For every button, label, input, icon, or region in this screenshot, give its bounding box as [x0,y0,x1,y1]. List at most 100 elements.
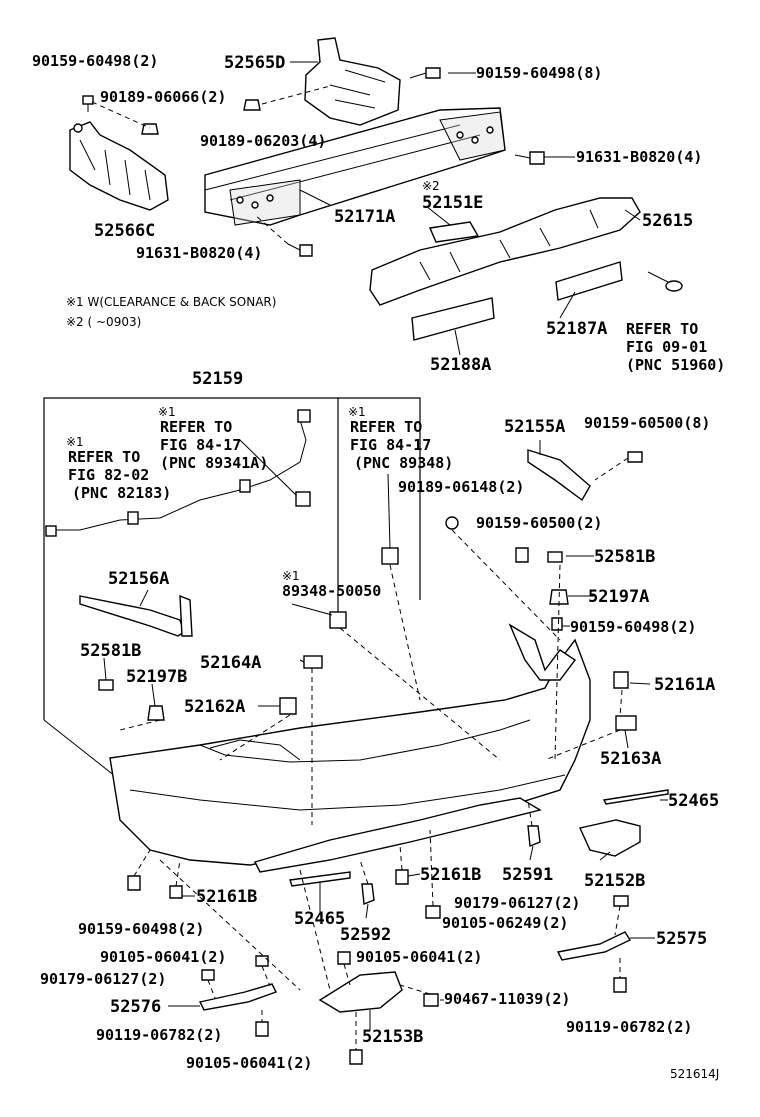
label-52162a: 52162A [184,697,245,717]
nut-90467-11039 [423,993,439,1007]
cover-52163a [615,715,637,731]
sonar-connector-left [295,491,311,507]
label-52465-right: 52465 [668,791,719,811]
label-90179-06127-right: 90179-06127(2) [454,894,580,912]
label-91631-b0820-right: 91631-B0820(4) [576,148,702,166]
clip-90189-06148 [445,516,459,530]
label-90159-60498-mid: 90159-60498(2) [570,618,696,636]
label-52188a: 52188A [430,355,491,375]
label-90159-60500-8: 90159-60500(8) [584,414,710,432]
retainer-52575 [556,931,632,961]
ref1-line2: FIG 09-01 [626,338,707,356]
ref1-line1: REFER TO [626,320,698,338]
label-90189-06066: 90189-06066(2) [100,88,226,106]
label-52161b-mid: 52161B [420,865,481,885]
clip-52592 [361,883,375,905]
bolt-91631-b0820-right [514,151,545,165]
strip-52465-right [602,789,669,805]
clip-90189-06066 [141,123,159,135]
label-52187a: 52187A [546,319,607,339]
note-1: ※1 W(CLEARANCE & BACK SONAR) [66,295,276,309]
ref2-line2: FIG 84-17 [160,436,241,454]
label-52576: 52576 [110,997,161,1017]
bolt-90105-06041-mid [337,951,351,965]
bolt-91631-b0820-left [287,243,313,257]
frame-52159 [43,397,339,720]
label-90159-60498-low: 90159-60498(2) [78,920,204,938]
cover-52161a [613,671,629,689]
harness-52159 [45,409,311,537]
clip-52161b-left [169,885,183,899]
clip-52197a [549,589,569,605]
bolt-90159-60498-low [127,875,141,891]
clip-52581b-right [547,551,563,563]
ref3-line1: REFER TO [350,418,422,436]
reinforcement-52171a [204,107,506,226]
bolt-90105-06249 [425,905,441,919]
clip-90189-06203 [243,99,261,111]
bolt-90159-60500-2 [515,547,529,563]
ref3-line3: (PNC 89348) [354,454,453,472]
towhook-ref [647,271,683,292]
label-90105-06041-bottom: 90105-06041(2) [186,1054,312,1072]
nut-90179-06127-left [201,969,215,981]
labels: 90159-60498(2) 52565D 90159-60498(8) 901… [32,52,725,1081]
label-90467-11039: 90467-11039(2) [444,990,570,1008]
label-52197b: 52197B [126,667,187,687]
bolt-90105-06041-left [255,955,269,967]
note-2: ※2 ( ~0903) [66,315,141,329]
nut-90179-06127-right [613,895,629,907]
label-52156a: 52156A [108,569,169,589]
clip-52591 [527,825,541,847]
label-52591: 52591 [502,865,553,885]
label-52163a: 52163A [600,749,661,769]
label-90105-06041-left: 90105-06041(2) [100,948,226,966]
label-52465-left: 52465 [294,909,345,929]
leaders [103,61,668,1030]
label-52161b-left: 52161B [196,887,257,907]
bumper-cover [109,623,591,866]
strip-52465-left [289,871,351,887]
label-52565d: 52565D [224,53,285,73]
label-52159: 52159 [192,369,243,389]
label-90105-06249: 90105-06249(2) [442,914,568,932]
sonar-connector-right [381,547,399,565]
ref4-line2: FIG 82-02 [68,466,149,484]
bracket-52155a [527,449,591,502]
cover-52162a [279,697,297,715]
label-89348-50050: 89348-50050 [282,582,381,600]
ref4-line1: REFER TO [68,448,140,466]
label-52164a: 52164A [200,653,261,673]
label-52152b: 52152B [584,871,645,891]
ref2-line1: REFER TO [160,418,232,436]
label-90189-06203: 90189-06203(4) [200,132,326,150]
bolt-90119-06782-left [255,1021,269,1037]
label-52575: 52575 [656,929,707,949]
pad-52188a [411,297,495,341]
bolt-90159-60498-top [82,95,94,112]
cover-52152b [579,819,641,857]
label-90159-60500-2: 90159-60500(2) [476,514,602,532]
label-52197a: 52197A [588,587,649,607]
bolt-90159-60498-8 [409,67,441,79]
bracket-52156a [79,594,193,637]
ref1-line3: (PNC 51960) [626,356,725,374]
label-52155a: 52155A [504,417,565,437]
label-52151e: 52151E [422,193,483,213]
bolt-90119-06782-right [613,977,627,993]
label-90159-60498-top: 90159-60498(2) [32,52,158,70]
cover-52153b [318,971,403,1013]
label-90119-06782-left: 90119-06782(2) [96,1026,222,1044]
ref4-mark: ※1 [66,435,84,449]
label-90105-06041-mid: 90105-06041(2) [356,948,482,966]
bracket-52566c [69,121,169,211]
sensor-89348-50050 [329,611,347,629]
cover-52164a [303,655,323,669]
label-90179-06127-left: 90179-06127(2) [40,970,166,988]
ref3-mark: ※1 [348,405,366,419]
label-52615: 52615 [642,211,693,231]
label-91631-b0820-left: 91631-B0820(4) [136,244,262,262]
lower-spoiler [253,797,542,873]
